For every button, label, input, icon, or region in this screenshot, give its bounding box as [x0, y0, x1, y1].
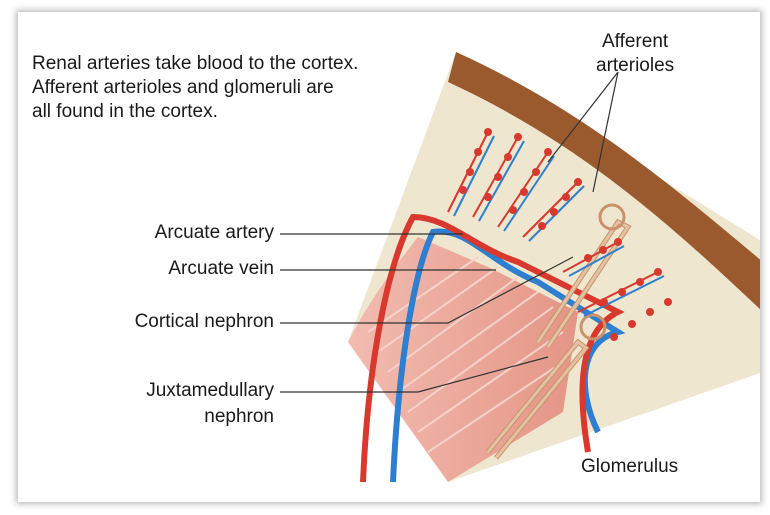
caption-line-1: Renal arteries take blood to the cortex. [32, 52, 358, 76]
juxtamedullary-label-line-2: nephron [98, 404, 274, 430]
arcuate-vein-label: Arcuate vein [128, 258, 274, 280]
afferent-label-line-1: Afferent [596, 30, 674, 54]
afferent-arterioles-label: Afferent arterioles [596, 30, 674, 78]
juxtamedullary-nephron-label: Juxtamedullary nephron [98, 378, 274, 430]
afferent-label-line-2: arterioles [596, 54, 674, 78]
caption-line-3: all found in the cortex. [32, 100, 358, 124]
diagram-frame: Renal arteries take blood to the cortex.… [18, 12, 760, 502]
arcuate-artery-label: Arcuate artery [128, 222, 274, 244]
juxtamedullary-label-line-1: Juxtamedullary [98, 378, 274, 404]
cortical-nephron-label: Cortical nephron [98, 311, 274, 333]
caption-line-2: Afferent arterioles and glomeruli are [32, 76, 358, 100]
intro-caption: Renal arteries take blood to the cortex.… [32, 52, 358, 124]
glomerulus-label: Glomerulus [581, 456, 678, 478]
